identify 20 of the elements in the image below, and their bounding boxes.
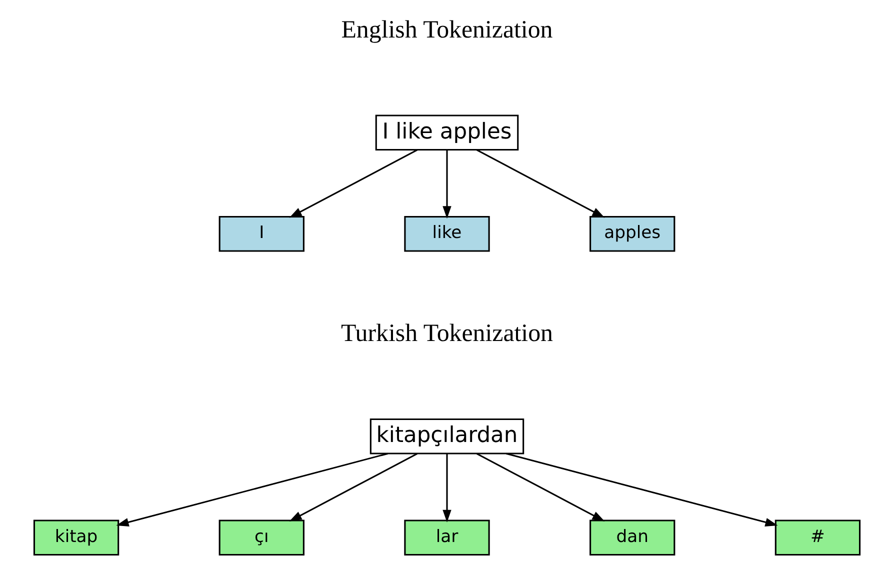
node-box: çı: [218, 520, 304, 556]
arrow: [289, 453, 418, 522]
node-box: apples: [590, 216, 676, 252]
label: Turkish Tokenization: [340, 320, 554, 348]
arrow: [116, 452, 388, 527]
arrow: [476, 149, 605, 218]
arrow: [476, 453, 605, 522]
node-box: lar: [404, 520, 490, 556]
node-box: I: [218, 216, 304, 252]
arrow: [442, 150, 452, 219]
node-box: kitapçılardan: [370, 418, 524, 454]
arrow: [506, 452, 778, 527]
arrow: [442, 454, 452, 522]
node-box: I like apples: [375, 114, 519, 151]
node-box: #: [774, 520, 861, 556]
node-box: dan: [590, 520, 676, 556]
arrow: [289, 149, 418, 218]
label: English Tokenization: [341, 16, 553, 44]
node-box: like: [404, 216, 490, 252]
node-box: kitap: [33, 520, 120, 556]
